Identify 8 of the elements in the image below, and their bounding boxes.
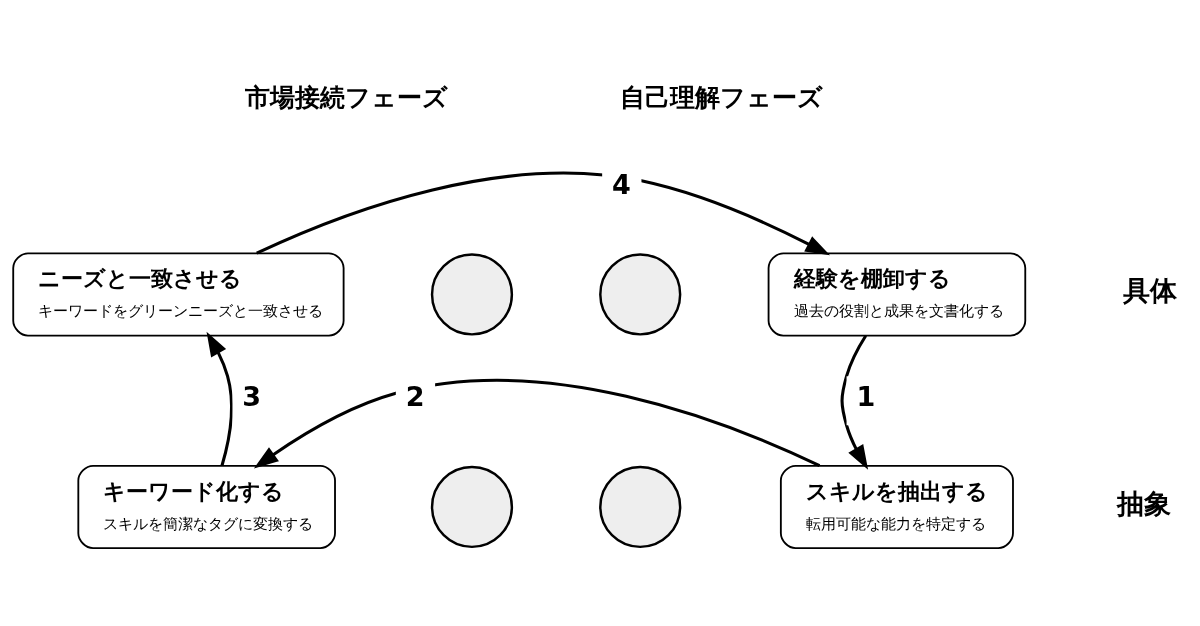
edge-label: 3 bbox=[242, 380, 262, 412]
label: 具体 bbox=[1122, 274, 1177, 306]
edge-label: 4 bbox=[611, 168, 631, 200]
edge-label: 2 bbox=[405, 380, 425, 412]
label: 市場接続フェーズ bbox=[245, 82, 449, 112]
label: 自己理解フェーズ bbox=[619, 82, 823, 112]
edge-label: 1 bbox=[856, 380, 876, 412]
label: 抽象 bbox=[1116, 487, 1171, 519]
